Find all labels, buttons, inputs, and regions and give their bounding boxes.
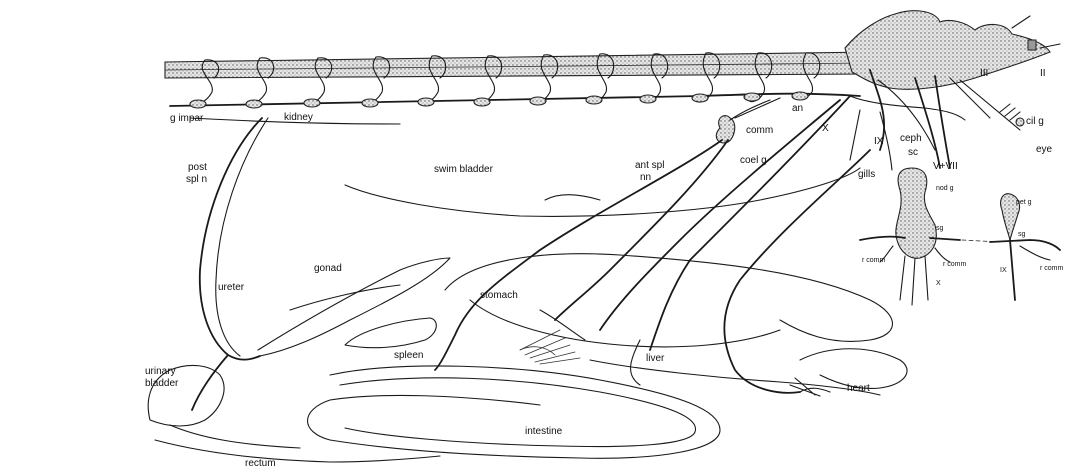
label-ant-spl-nn-1: ant spl (635, 160, 664, 171)
label-rectum: rectum (245, 458, 276, 469)
label-spleen: spleen (394, 350, 423, 361)
label-urinary-bladder-1: urinary (145, 366, 176, 377)
label-sc: sc (908, 147, 918, 158)
inset-label-pet-g: pet g (1016, 199, 1032, 206)
inset-label-sg-right: sg (1018, 231, 1026, 238)
rectum-outline (155, 425, 440, 462)
inset-label-x: X (936, 280, 941, 287)
label-eye: eye (1036, 144, 1053, 155)
label-stomach: stomach (480, 290, 518, 301)
spinal-cord (165, 52, 870, 78)
inset-label-ix: IX (1000, 267, 1007, 274)
label-intestine: intestine (525, 426, 563, 437)
label-comm: comm (746, 125, 773, 136)
label-ceph: ceph (900, 133, 922, 144)
intestine-outline (308, 366, 721, 458)
label-urinary-bladder-2: bladder (145, 378, 179, 389)
label-gills: gills (858, 169, 875, 180)
label-post-spl-n-2: spl n (186, 174, 207, 185)
label-swim-bladder: swim bladder (434, 164, 494, 175)
cranial-nerves (850, 70, 1024, 170)
label-an: an (792, 103, 803, 114)
inset-right (990, 194, 1060, 300)
inset-label-r-comm-left: r comm (862, 257, 886, 264)
liver-outline (590, 360, 880, 395)
label-ureter: ureter (218, 282, 245, 293)
brain (845, 11, 1060, 90)
label-x: X (822, 123, 829, 134)
spleen-outline (345, 318, 436, 348)
inset-label-r-comm-right: r comm (1040, 265, 1064, 272)
inset-left (860, 168, 1000, 305)
swim-bladder-outline (345, 168, 860, 216)
label-gonad: gonad (314, 263, 342, 274)
label-coel-g: coel g (740, 155, 767, 166)
label-ii: II (1040, 68, 1046, 79)
label-heart: heart (847, 383, 870, 394)
label-ix: IX (874, 136, 884, 147)
anterior-splanchnic-nerves (435, 96, 870, 396)
diagram-labels: g impar kidney post spl n swim bladder a… (145, 68, 1053, 469)
label-v-vii: V+VII (933, 161, 958, 172)
label-iii: III (980, 68, 988, 79)
label-post-spl-n-1: post (188, 162, 207, 173)
label-cil-g: cil g (1026, 116, 1044, 127)
label-g-impar: g impar (170, 113, 204, 124)
stomach-plexus (520, 330, 580, 364)
label-liver: liver (646, 353, 665, 364)
coeliac-ganglion (716, 98, 780, 143)
inset-label-sg-left: sg (936, 225, 944, 232)
label-kidney: kidney (284, 112, 313, 123)
label-ant-spl-nn-2: nn (640, 172, 651, 183)
inset-label-nod-g: nod g (936, 185, 954, 192)
inset-label-r-comm-mid: r comm (943, 261, 967, 268)
